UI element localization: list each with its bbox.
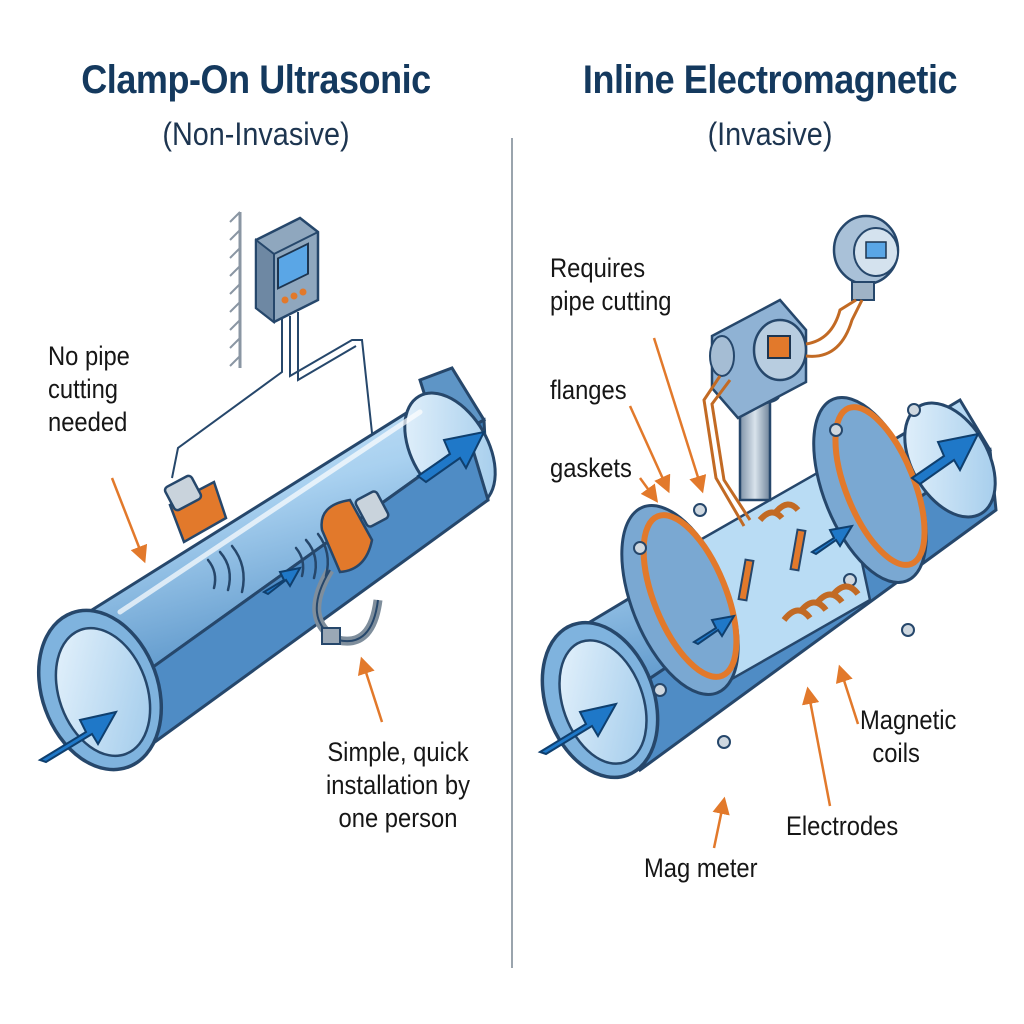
ultrasonic-sensor-upstream — [163, 474, 228, 544]
label-line: flanges — [550, 375, 627, 405]
label-line: gaskets — [550, 453, 632, 483]
label-mag-meter: Mag meter — [644, 852, 758, 885]
left-title: Clamp-On Ultrasonic — [81, 58, 431, 102]
leader-gaskets — [638, 477, 659, 503]
leader-requires-cutting — [652, 337, 707, 494]
remote-display-icon — [832, 214, 900, 301]
left-illustration — [36, 211, 497, 772]
leader-no-cutting — [110, 477, 148, 564]
leader-install — [357, 656, 384, 723]
leader-mag-meter — [712, 796, 730, 849]
label-electrodes: Electrodes — [786, 810, 898, 843]
label-flanges: flanges — [550, 374, 627, 407]
label-line: pipe cutting — [550, 285, 672, 316]
label-line: coils — [872, 737, 920, 768]
label-no-cutting: No pipe cutting needed — [48, 340, 130, 439]
leader-flanges — [628, 405, 671, 494]
ultrasonic-sensor-downstream — [320, 490, 390, 574]
mag-meter-transmitter — [709, 298, 808, 502]
flow-arrow-icon-inline — [537, 432, 980, 756]
label-line: installation by — [326, 769, 470, 800]
label-line: No pipe — [48, 341, 130, 371]
label-line: Magnetic — [860, 705, 957, 735]
right-illustration — [537, 214, 998, 849]
flange-left — [620, 503, 740, 749]
leader-magnetic-coils — [835, 664, 860, 725]
label-install: Simple, quick installation by one person — [317, 736, 479, 835]
flow-arrow-icon — [37, 430, 486, 764]
label-line: Electrodes — [786, 811, 899, 841]
leader-electrodes — [802, 686, 832, 807]
coil-icon — [757, 501, 861, 622]
label-line: Simple, quick — [327, 737, 469, 767]
label-requires-cutting: Requires pipe cutting — [550, 252, 672, 318]
left-subtitle: (Non-Invasive) — [162, 116, 350, 152]
label-line: Requires — [550, 253, 646, 283]
label-magnetic-coils: Magnetic coils — [860, 704, 956, 770]
clamp-icon — [312, 567, 383, 646]
ultrasonic-wave-icon — [206, 532, 329, 594]
label-line: one person — [338, 802, 458, 833]
right-title: Inline Electromagnetic — [582, 58, 958, 102]
right-subtitle: (Invasive) — [707, 116, 833, 152]
mag-meter-wiring — [702, 298, 864, 527]
transmitter-icon — [254, 216, 320, 325]
label-line: cutting — [48, 373, 119, 404]
electrode-icon — [737, 528, 807, 602]
wall-mount — [229, 211, 242, 368]
label-line: needed — [48, 406, 128, 437]
label-line: Mag meter — [644, 853, 758, 883]
label-gaskets: gaskets — [550, 452, 632, 485]
